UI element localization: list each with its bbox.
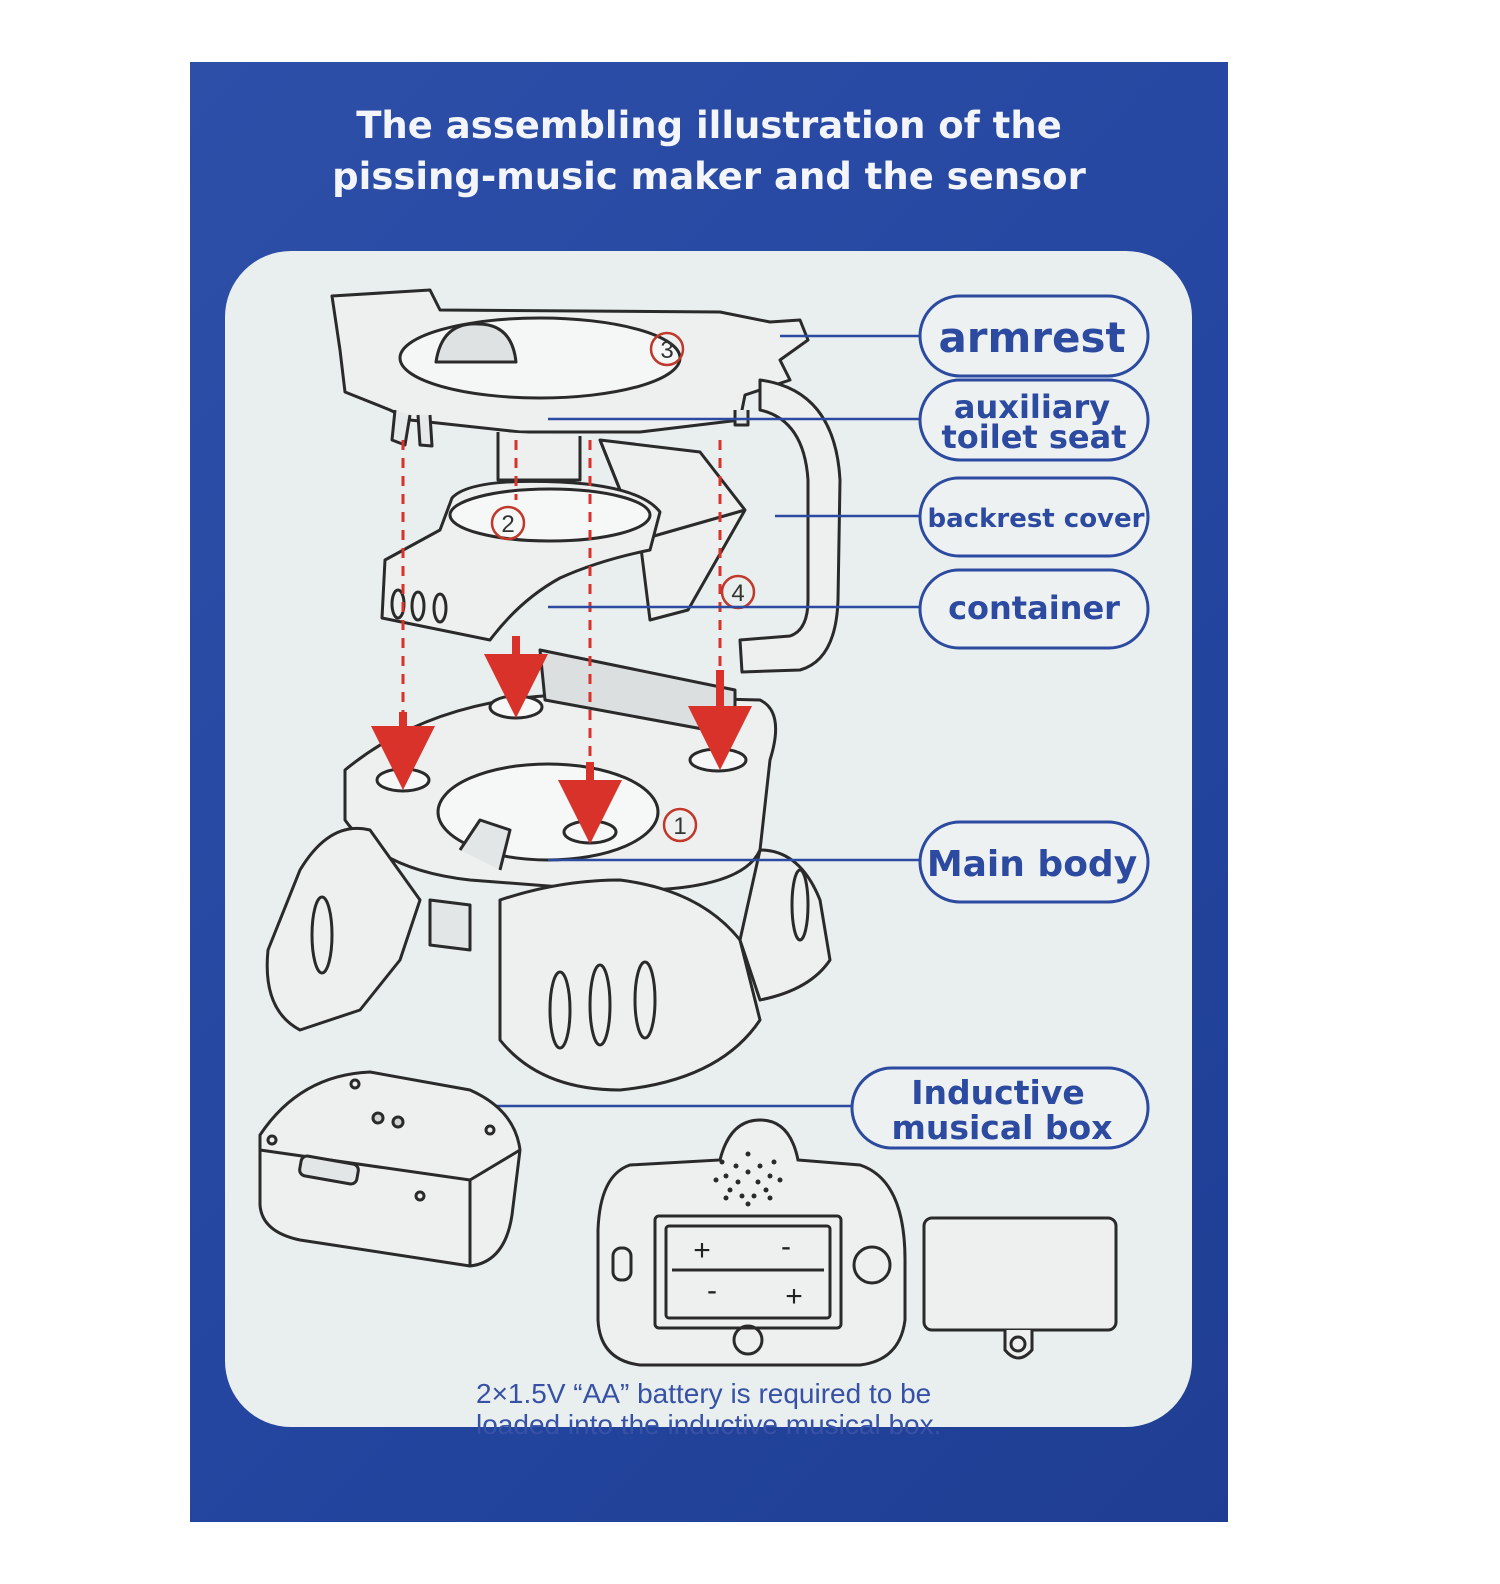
musical-box-label-box xyxy=(850,1066,1150,1150)
speaker-grille-icon xyxy=(713,1151,783,1207)
assembly-arrows xyxy=(371,636,752,844)
main-body-label-box xyxy=(918,820,1150,904)
container-label-box xyxy=(918,568,1150,650)
battery-compartment-drawing xyxy=(596,1118,907,1367)
auxiliary-seat-drawing xyxy=(330,288,810,448)
step-2-number: 2 xyxy=(501,511,514,538)
step-4-number: 4 xyxy=(731,580,744,607)
musical-box-label-line-1: Inductive xyxy=(911,1073,1084,1112)
container-drawing xyxy=(380,479,662,642)
musical-box-drawing xyxy=(258,1070,522,1268)
step-2-circle xyxy=(490,505,526,541)
title-line-2: pissing-music maker and the sensor xyxy=(332,155,1086,198)
main-body-label: Main body xyxy=(927,844,1137,885)
battery-1-minus: - xyxy=(781,1230,791,1263)
battery-2-plus: + xyxy=(785,1280,803,1313)
page-title: The assembling illustration of the pissi… xyxy=(190,100,1228,202)
step-3-circle xyxy=(649,331,685,367)
auxiliary-label-line-1: auxiliary xyxy=(954,388,1110,426)
battery-note-line-2: loaded into the inductive musical box. xyxy=(476,1409,942,1440)
armrest-label-box xyxy=(918,294,1150,378)
step-3-number: 3 xyxy=(660,337,673,364)
container-label: container xyxy=(948,589,1120,627)
battery-2-minus: - xyxy=(707,1274,717,1307)
musical-box-label-line-2: musical box xyxy=(891,1108,1112,1147)
auxiliary-label-line-2: toilet seat xyxy=(942,418,1127,456)
main-body-drawing xyxy=(265,648,832,1092)
battery-requirement-note: 2×1.5V “AA” battery is required to be lo… xyxy=(476,1378,1096,1440)
backrest-cover-label-box xyxy=(918,476,1150,558)
step-1-number: 1 xyxy=(673,813,686,840)
auxiliary-seat-label-box xyxy=(918,378,1150,462)
backrest-cover-label: backrest cover xyxy=(928,504,1145,534)
assembly-guide-lines xyxy=(401,440,722,760)
battery-cover-drawing xyxy=(922,1216,1118,1360)
title-line-1: The assembling illustration of the xyxy=(356,104,1062,147)
battery-note-line-1: 2×1.5V “AA” battery is required to be xyxy=(476,1378,932,1409)
step-1-circle xyxy=(662,807,698,843)
armrest-label: armrest xyxy=(938,313,1125,362)
battery-1-plus: + xyxy=(693,1234,711,1267)
